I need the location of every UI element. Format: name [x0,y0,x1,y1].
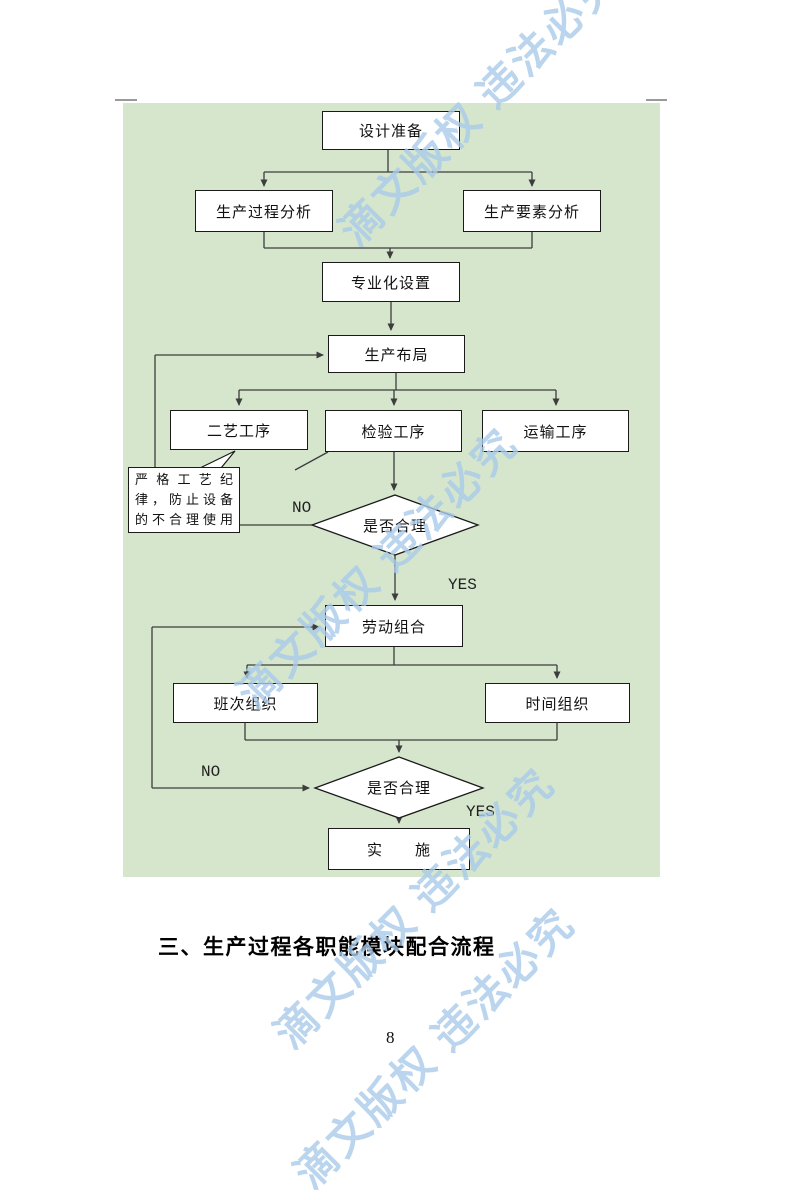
branch-label-yes-2: YES [466,803,495,821]
node-time-org: 时间组织 [485,683,630,723]
decision-2-label: 是否合理 [366,780,431,797]
decision-diamond-2 [313,756,485,819]
node-design-prep: 设计准备 [322,111,460,150]
page-number: 8 [386,1028,395,1047]
node-specialization: 专业化设置 [322,262,460,302]
node-craft-process: 二艺工序 [170,410,308,450]
node-factor-analysis: 生产要素分析 [463,190,601,232]
decision-1-label: 是否合理 [362,517,427,535]
branch-label-no-2: NO [201,763,221,781]
callout-line: 律，防止设备 [135,492,233,507]
callout-tail [199,450,236,469]
branch-label-no-1: NO [292,499,312,517]
branch-label-yes-1: YES [448,576,477,594]
node-labor: 劳动组合 [325,605,463,647]
node-process-analysis: 生产过程分析 [195,190,333,232]
callout-line: 严格工艺纪 [135,472,233,487]
node-layout: 生产布局 [328,335,465,373]
decision-diamond-1 [310,494,480,556]
node-transport: 运输工序 [482,410,629,452]
page-margin-tick-right [646,99,667,101]
node-implement: 实 施 [328,828,470,870]
callout-note: 严格工艺纪 律，防止设备 的不合理使用 [128,467,240,533]
node-inspection: 检验工序 [325,410,462,452]
callout-line: 的不合理使用 [135,512,233,527]
page-margin-tick-left [115,99,137,101]
section-heading: 三、生产过程各职能模块配合流程 [158,935,496,959]
node-shift-org: 班次组织 [173,683,318,723]
